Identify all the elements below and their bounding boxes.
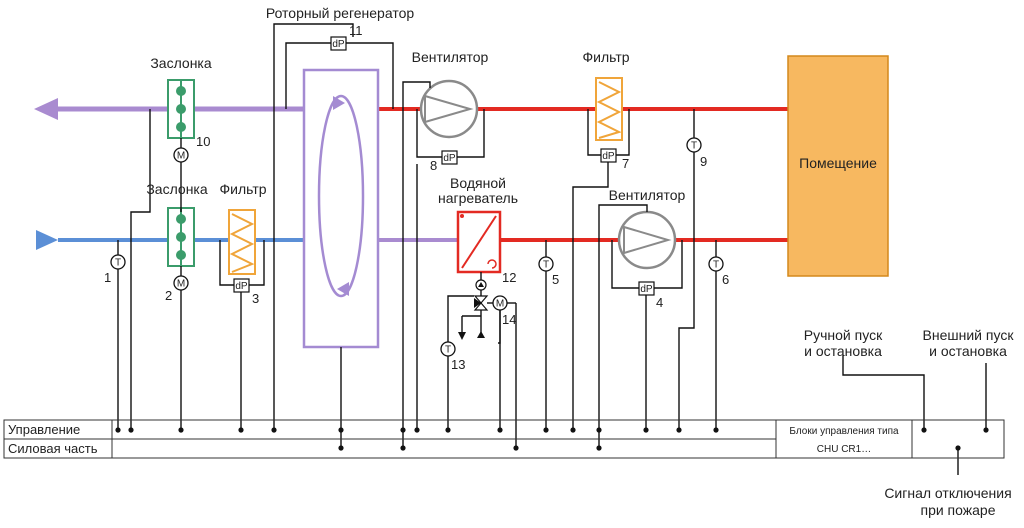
control-table bbox=[3, 419, 1005, 459]
fan-icon bbox=[419, 79, 479, 139]
valve-icon bbox=[473, 295, 489, 311]
svg-text:T: T bbox=[543, 260, 549, 271]
filter-bottom-label: Фильтр bbox=[219, 181, 266, 197]
rotary-wheel-icon bbox=[302, 68, 380, 349]
row-control-label: Управление bbox=[8, 422, 80, 437]
motor-icon: M bbox=[173, 275, 189, 291]
component-number: 5 bbox=[552, 272, 559, 287]
svg-text:dP: dP bbox=[332, 39, 345, 50]
rotor-label: Роторный регенератор bbox=[266, 5, 415, 21]
component-number: 12 bbox=[502, 270, 516, 285]
component-number: 13 bbox=[451, 357, 465, 372]
external-start-label-line1: Внешний пуск bbox=[923, 327, 1015, 343]
svg-text:M: M bbox=[496, 299, 504, 310]
water-heater-icon bbox=[456, 210, 502, 274]
motor-icon: M bbox=[173, 147, 189, 163]
pressure-sensor-icon: dP bbox=[600, 148, 617, 163]
temperature-sensor-icon: T bbox=[708, 256, 724, 272]
svg-text:dP: dP bbox=[235, 281, 248, 292]
pressure-sensor-icon: dP bbox=[330, 36, 347, 51]
component-number: 3 bbox=[252, 291, 259, 306]
svg-text:T: T bbox=[691, 141, 697, 152]
damper-top-label: Заслонка bbox=[150, 55, 212, 71]
svg-text:T: T bbox=[445, 345, 451, 356]
arrow-right-icon bbox=[36, 230, 58, 250]
pressure-sensor-icon: dP bbox=[638, 281, 655, 296]
component-number: 9 bbox=[700, 154, 707, 169]
fan-bottom-label: Вентилятор bbox=[609, 187, 686, 203]
svg-text:T: T bbox=[115, 258, 121, 269]
external-start-label-line2: и остановка bbox=[929, 343, 1007, 359]
fire-signal-label-line1: Сигнал отключения bbox=[884, 485, 1011, 501]
component-number: 14 bbox=[502, 312, 516, 327]
svg-text:T: T bbox=[713, 260, 719, 271]
component-number: 1 bbox=[104, 270, 111, 285]
junction-dots bbox=[115, 427, 989, 451]
component-number: 2 bbox=[165, 288, 172, 303]
pressure-sensor-icon: dP bbox=[233, 278, 250, 293]
heater-label-line1: Водяной bbox=[450, 175, 506, 191]
component-number: 11 bbox=[349, 23, 363, 38]
motor-icon: M bbox=[492, 295, 508, 311]
arrow-left-icon bbox=[34, 98, 58, 120]
temperature-sensor-icon: T bbox=[440, 341, 456, 357]
filter-icon bbox=[228, 209, 256, 275]
heater-label-line2: нагреватель bbox=[438, 190, 518, 206]
room-label: Помещение bbox=[799, 155, 877, 171]
temperature-sensor-icon: T bbox=[686, 137, 702, 153]
temperature-sensor-icon: T bbox=[538, 256, 554, 272]
filter-icon bbox=[595, 77, 623, 141]
component-number: 6 bbox=[722, 272, 729, 287]
filter-top-label: Фильтр bbox=[582, 49, 629, 65]
damper-bottom-label: Заслонка bbox=[146, 181, 208, 197]
component-number: 4 bbox=[656, 295, 663, 310]
component-number: 7 bbox=[622, 156, 629, 171]
manual-start-label-line1: Ручной пуск bbox=[804, 327, 883, 343]
pressure-sensor-icon: dP bbox=[441, 150, 458, 165]
component-number: 10 bbox=[196, 134, 210, 149]
svg-text:M: M bbox=[177, 279, 185, 290]
fire-signal-label-line2: при пожаре bbox=[920, 502, 995, 518]
damper-icon bbox=[167, 79, 195, 139]
svg-text:M: M bbox=[177, 151, 185, 162]
fan-icon bbox=[617, 210, 677, 270]
manual-start-label-line2: и остановка bbox=[804, 343, 882, 359]
damper-icon bbox=[167, 207, 195, 267]
fan-top-label: Вентилятор bbox=[412, 49, 489, 65]
control-unit-label-line1: Блоки управления типа bbox=[789, 426, 899, 437]
svg-text:dP: dP bbox=[640, 284, 653, 295]
pump-icon bbox=[475, 279, 487, 291]
row-power-label: Силовая часть bbox=[8, 441, 98, 456]
svg-text:dP: dP bbox=[602, 151, 615, 162]
temperature-sensor-icon: T bbox=[110, 254, 126, 270]
svg-text:dP: dP bbox=[443, 153, 456, 164]
component-number: 8 bbox=[430, 158, 437, 173]
room-box bbox=[787, 55, 889, 277]
control-unit-label-line2: CHU CR1… bbox=[817, 444, 871, 455]
